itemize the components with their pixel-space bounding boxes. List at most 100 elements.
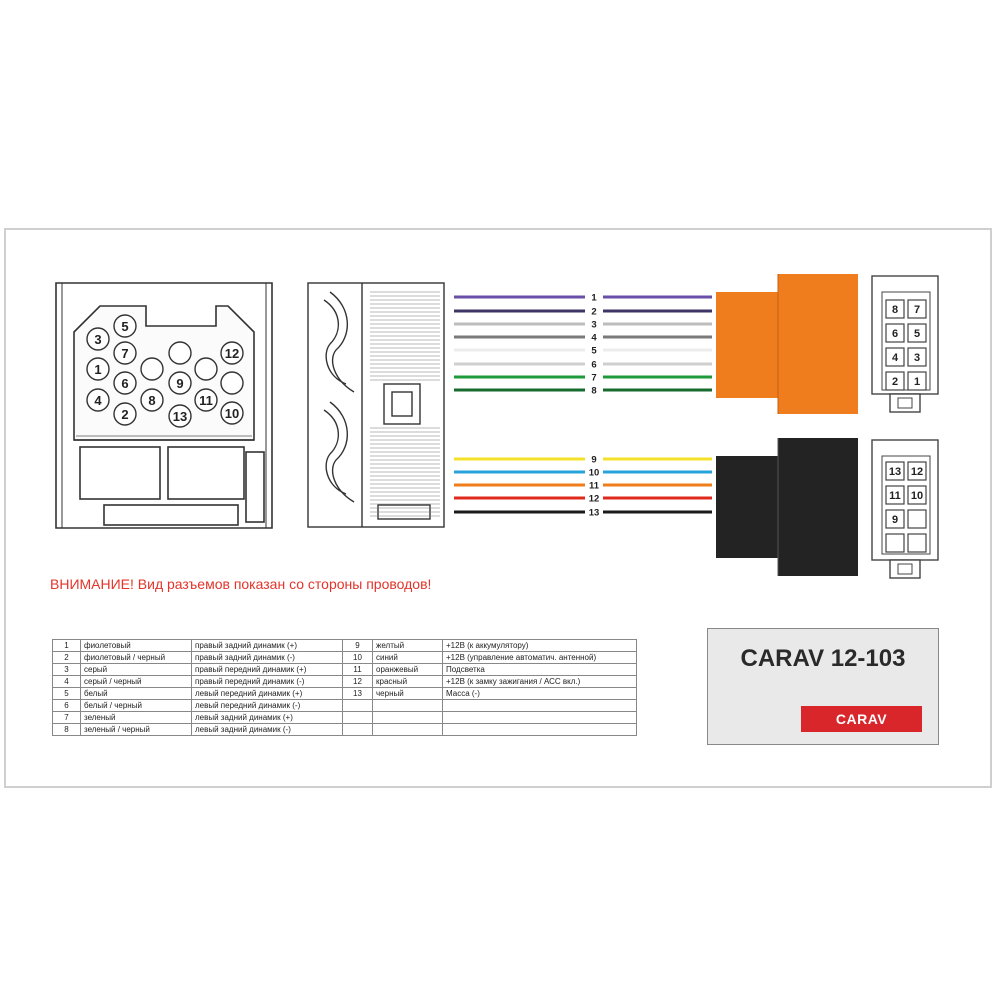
table-cell: зеленый / черный bbox=[80, 723, 192, 736]
table-cell: 12 bbox=[342, 675, 373, 688]
plug-pin-cell bbox=[907, 323, 927, 343]
plug-pin-number: 1 bbox=[914, 376, 920, 388]
wire-number: 5 bbox=[591, 346, 597, 357]
plug-pin-number: 4 bbox=[892, 352, 899, 364]
table-cell: 10 bbox=[342, 651, 373, 664]
table-cell: фиолетовый / черный bbox=[80, 651, 192, 664]
pin-hole bbox=[113, 341, 137, 365]
table-cell: Подсветка bbox=[442, 663, 637, 676]
plug-pin-cell bbox=[885, 533, 905, 553]
plug-pin-cell bbox=[907, 347, 927, 367]
table-cell: красный bbox=[372, 675, 443, 688]
table-cell bbox=[372, 699, 443, 712]
table-cell: 4 bbox=[52, 675, 81, 688]
table-cell: 11 bbox=[342, 663, 373, 676]
table-cell: правый задний динамик (-) bbox=[191, 651, 343, 664]
table-cell: фиолетовый bbox=[80, 639, 192, 652]
pin-hole bbox=[194, 388, 218, 412]
table-cell bbox=[442, 723, 637, 736]
table-cell: зеленый bbox=[80, 711, 192, 724]
wire-number: 1 bbox=[591, 293, 597, 304]
wire-number: 8 bbox=[591, 386, 596, 397]
pin-number: 11 bbox=[199, 393, 213, 408]
plug-pin-number: 13 bbox=[889, 466, 901, 478]
pin-number: 3 bbox=[94, 332, 101, 347]
plug-pin-cell bbox=[885, 461, 905, 481]
product-label: CARAV 12-103 CARAV bbox=[707, 628, 939, 745]
table-cell: серый bbox=[80, 663, 192, 676]
table-cell: 7 bbox=[52, 711, 81, 724]
wire-number: 4 bbox=[591, 333, 597, 344]
pin-hole bbox=[113, 314, 137, 338]
pin-hole bbox=[220, 341, 244, 365]
wire-number: 10 bbox=[589, 468, 600, 479]
orange-plug bbox=[716, 274, 858, 414]
plug-pin-number: 11 bbox=[889, 490, 901, 502]
table-cell: левый передний динамик (+) bbox=[191, 687, 343, 700]
table-cell: 13 bbox=[342, 687, 373, 700]
table-cell: левый задний динамик (-) bbox=[191, 723, 343, 736]
plug-pin-cell bbox=[907, 299, 927, 319]
table-cell: белый bbox=[80, 687, 192, 700]
connector-side-view bbox=[307, 282, 445, 528]
table-cell: +12В (к аккумулятору) bbox=[442, 639, 637, 652]
pin-number: 9 bbox=[176, 376, 183, 391]
plug-pin-cell bbox=[907, 485, 927, 505]
warning-text: ВНИМАНИЕ! Вид разъемов показан со сторон… bbox=[50, 576, 432, 592]
empty-pin-hole bbox=[140, 357, 164, 381]
plug-pin-cell bbox=[885, 509, 905, 529]
plug-pin-number: 3 bbox=[914, 352, 920, 364]
plug-pin-cell bbox=[907, 461, 927, 481]
table-cell: 5 bbox=[52, 687, 81, 700]
wire-number: 13 bbox=[589, 508, 600, 519]
plug-pin-number: 10 bbox=[911, 490, 923, 502]
empty-pin-hole bbox=[220, 371, 244, 395]
table-cell: серый / черный bbox=[80, 675, 192, 688]
pin-hole bbox=[168, 371, 192, 395]
empty-pin-hole bbox=[194, 357, 218, 381]
plug-pin-number: 7 bbox=[914, 304, 920, 316]
plug-pin-cell bbox=[885, 299, 905, 319]
pin-number: 6 bbox=[121, 376, 128, 391]
pin-hole bbox=[113, 402, 137, 426]
table-cell bbox=[442, 699, 637, 712]
table-cell: 3 bbox=[52, 663, 81, 676]
table-cell: 2 bbox=[52, 651, 81, 664]
brand-logo: CARAV bbox=[801, 706, 922, 732]
plug-pin-number: 9 bbox=[892, 514, 898, 526]
table-cell: правый передний динамик (+) bbox=[191, 663, 343, 676]
table-cell: 1 bbox=[52, 639, 81, 652]
plug-pin-number: 2 bbox=[892, 376, 898, 388]
table-cell bbox=[372, 711, 443, 724]
table-cell bbox=[342, 711, 373, 724]
table-cell: +12В (управление автоматич. антенной) bbox=[442, 651, 637, 664]
wire-number: 3 bbox=[591, 320, 596, 331]
table-cell: правый передний динамик (-) bbox=[191, 675, 343, 688]
table-cell: черный bbox=[372, 687, 443, 700]
black-plug bbox=[716, 438, 858, 576]
wire-number: 6 bbox=[591, 360, 596, 371]
plug-pin-cell bbox=[907, 371, 927, 391]
plug-pin-number: 5 bbox=[914, 328, 920, 340]
pin-hole bbox=[86, 388, 110, 412]
pin-number: 2 bbox=[121, 407, 128, 422]
table-cell: 9 bbox=[342, 639, 373, 652]
table-cell: левый передний динамик (-) bbox=[191, 699, 343, 712]
plug-pin-number: 6 bbox=[892, 328, 898, 340]
pin-number: 8 bbox=[148, 393, 155, 408]
model-name: CARAV 12-103 bbox=[740, 645, 906, 672]
table-cell: желтый bbox=[372, 639, 443, 652]
plug-pin-cell bbox=[907, 509, 927, 529]
wire-number: 12 bbox=[589, 494, 600, 505]
table-cell bbox=[442, 711, 637, 724]
pin-hole bbox=[86, 357, 110, 381]
pin-number: 7 bbox=[121, 346, 128, 361]
